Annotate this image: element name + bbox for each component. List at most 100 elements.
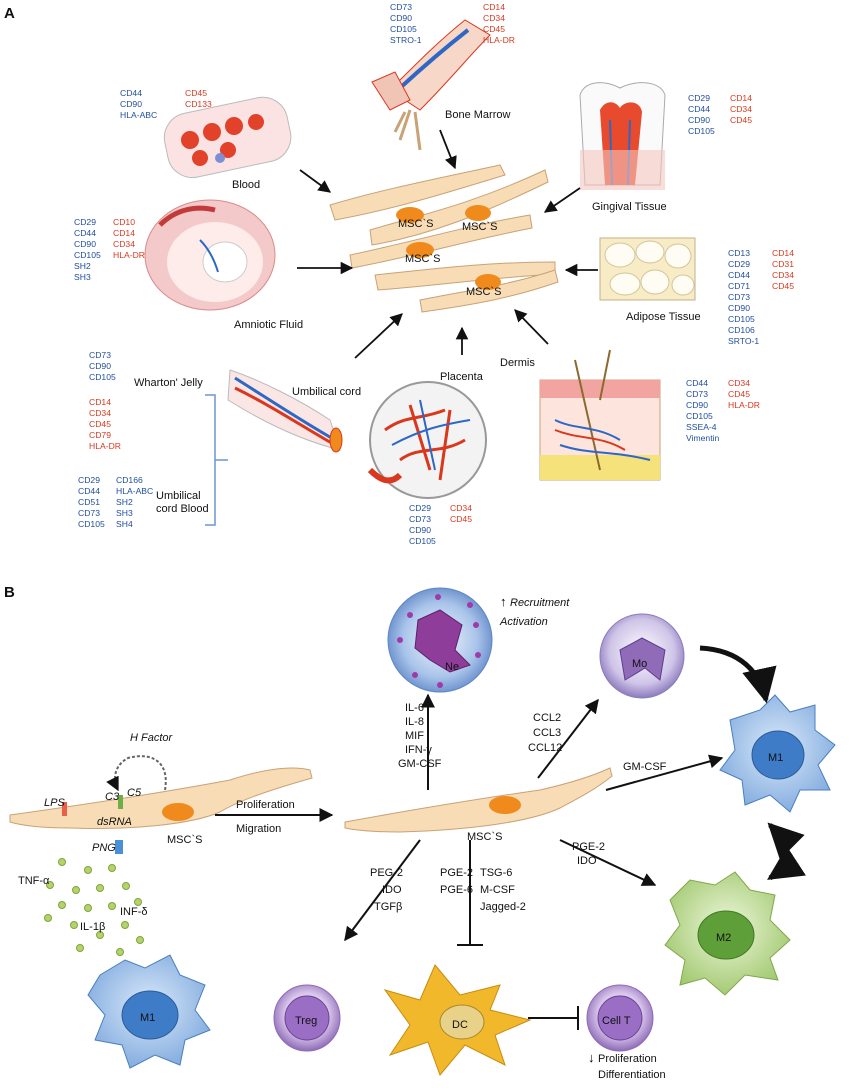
receptor-c5: C5: [127, 787, 142, 799]
h-factor-label: H Factor: [130, 732, 174, 744]
svg-text:CD105: CD105: [390, 24, 417, 34]
bone-marrow-negative: CD14 CD34 CD45 HLA-DR: [483, 2, 515, 45]
svg-text:HLA-DR: HLA-DR: [113, 250, 145, 260]
svg-text:STRO-1: STRO-1: [390, 35, 422, 45]
amniotic-image: [144, 199, 276, 311]
mo-to-m1-arrow: [699, 645, 777, 704]
svg-text:CD90: CD90: [390, 13, 412, 23]
msc-label-2: MSC`S: [462, 221, 497, 233]
svg-text:CD14: CD14: [730, 93, 752, 103]
msc-label-4: MSC`S: [466, 286, 501, 298]
svg-text:CD90: CD90: [409, 525, 431, 535]
cytokine-inf: INF-δ: [120, 906, 148, 918]
svg-text:CD166: CD166: [116, 475, 143, 485]
svg-text:CD105: CD105: [688, 126, 715, 136]
cell-t-note-2: Differentiation: [598, 1069, 666, 1081]
cytokine-tnf: TNF-α: [18, 875, 50, 887]
svg-text:MIF: MIF: [405, 730, 424, 742]
svg-text:CD133: CD133: [185, 99, 212, 109]
svg-text:M-CSF: M-CSF: [480, 884, 515, 896]
svg-text:CD34: CD34: [113, 239, 135, 249]
panel-label-b: B: [4, 584, 15, 601]
svg-text:CCL2: CCL2: [533, 712, 561, 724]
adipose-positive: CD13 CD29 CD44 CD71 CD73 CD90 CD105 CD10…: [728, 248, 759, 346]
dermis-positive: CD44 CD73 CD90 CD105 SSEA-4 Vimentin: [686, 378, 720, 443]
svg-text:CD34: CD34: [89, 408, 111, 418]
svg-text:CD29: CD29: [74, 217, 96, 227]
wharton-label: Wharton' Jelly: [134, 377, 203, 389]
monocyte-cell: [599, 613, 685, 699]
blood-positive: CD44 CD90 HLA-ABC: [120, 88, 157, 120]
svg-text:CD45: CD45: [772, 281, 794, 291]
umbilical-cord-label: Umbilical cord: [292, 386, 361, 398]
svg-text:CD45: CD45: [483, 24, 505, 34]
svg-text:CD29: CD29: [728, 259, 750, 269]
svg-text:CD44: CD44: [120, 88, 142, 98]
svg-text:HLA-DR: HLA-DR: [728, 400, 760, 410]
cord-blood-label-1: Umbilical: [156, 490, 201, 502]
dc-factors-right: TSG-6 M-CSF Jagged-2: [480, 867, 526, 913]
svg-text:CD73: CD73: [89, 350, 111, 360]
dermis-negative: CD34 CD45 HLA-DR: [728, 378, 760, 410]
arrow-label-proliferation: Proliferation: [236, 799, 295, 811]
svg-text:CD44: CD44: [728, 270, 750, 280]
svg-text:CD34: CD34: [450, 503, 472, 513]
svg-text:IFN-γ: IFN-γ: [405, 744, 432, 756]
msc-center-label: MSC`S: [467, 831, 502, 843]
amniotic-positive: CD29 CD44 CD90 CD105 SH2 SH3: [74, 217, 101, 282]
gingival-positive: CD29 CD44 CD90 CD105: [688, 93, 715, 136]
placenta-negative: CD34 CD45: [450, 503, 472, 524]
svg-text:CD73: CD73: [409, 514, 431, 524]
amniotic-label: Amniotic Fluid: [234, 319, 303, 331]
svg-text:CD79: CD79: [89, 430, 111, 440]
svg-text:CD14: CD14: [483, 2, 505, 12]
svg-text:CD45: CD45: [185, 88, 207, 98]
msc-left-label: MSC`S: [167, 834, 202, 846]
svg-text:HLA-ABC: HLA-ABC: [116, 486, 153, 496]
svg-text:SSEA-4: SSEA-4: [686, 422, 717, 432]
svg-text:HLA-DR: HLA-DR: [483, 35, 515, 45]
svg-text:SH3: SH3: [116, 508, 133, 518]
svg-text:CCL12: CCL12: [528, 742, 562, 754]
svg-text:CD90: CD90: [686, 400, 708, 410]
svg-text:TGFβ: TGFβ: [374, 901, 402, 913]
m2-macrophage: [664, 871, 791, 996]
cytokine-il1: IL-1β: [80, 921, 105, 933]
monocyte-factors: CCL2 CCL3 CCL12: [528, 712, 562, 754]
neutrophil-note-1: Recruitment: [510, 597, 570, 609]
svg-text:CD44: CD44: [686, 378, 708, 388]
svg-text:SH2: SH2: [74, 261, 91, 271]
tooth-image: [579, 82, 666, 190]
cell-t-label: Cell T: [602, 1015, 631, 1027]
svg-text:CD10: CD10: [113, 217, 135, 227]
panel-label-a: A: [4, 5, 15, 22]
adipose-negative: CD14 CD31 CD34 CD45: [772, 248, 794, 291]
bone-marrow-label: Bone Marrow: [445, 109, 510, 121]
svg-text:CD34: CD34: [483, 13, 505, 23]
neutrophil-note-2: Activation: [499, 616, 548, 628]
svg-text:CD44: CD44: [78, 486, 100, 496]
svg-text:IDO: IDO: [577, 855, 597, 867]
svg-text:CD44: CD44: [74, 228, 96, 238]
svg-text:CD29: CD29: [409, 503, 431, 513]
svg-text:CD51: CD51: [78, 497, 100, 507]
svg-text:CD13: CD13: [728, 248, 750, 258]
svg-text:CD105: CD105: [409, 536, 436, 546]
svg-text:IL-6: IL-6: [405, 702, 424, 714]
m1-right-label: M1: [768, 752, 783, 764]
blood-vessel-image: [163, 96, 292, 179]
cord-blood-label-2: cord Blood: [156, 503, 209, 515]
blood-label: Blood: [232, 179, 260, 191]
dc-factors-left: PGE-2 PGE-6: [440, 867, 473, 896]
svg-text:CD105: CD105: [89, 372, 116, 382]
m1-macrophage-left: [87, 954, 211, 1069]
umbilical-bracket: [205, 394, 228, 526]
cytokine-dots: [44, 858, 144, 956]
svg-text:CD90: CD90: [688, 115, 710, 125]
msc-label-3: MSC`S: [405, 253, 440, 265]
svg-text:CD73: CD73: [390, 2, 412, 12]
recruitment-arrow-icon: ↑: [500, 594, 507, 609]
placenta-positive: CD29 CD73 CD90 CD105: [409, 503, 436, 546]
adipose-image: [599, 237, 696, 301]
svg-text:CD90: CD90: [89, 361, 111, 371]
